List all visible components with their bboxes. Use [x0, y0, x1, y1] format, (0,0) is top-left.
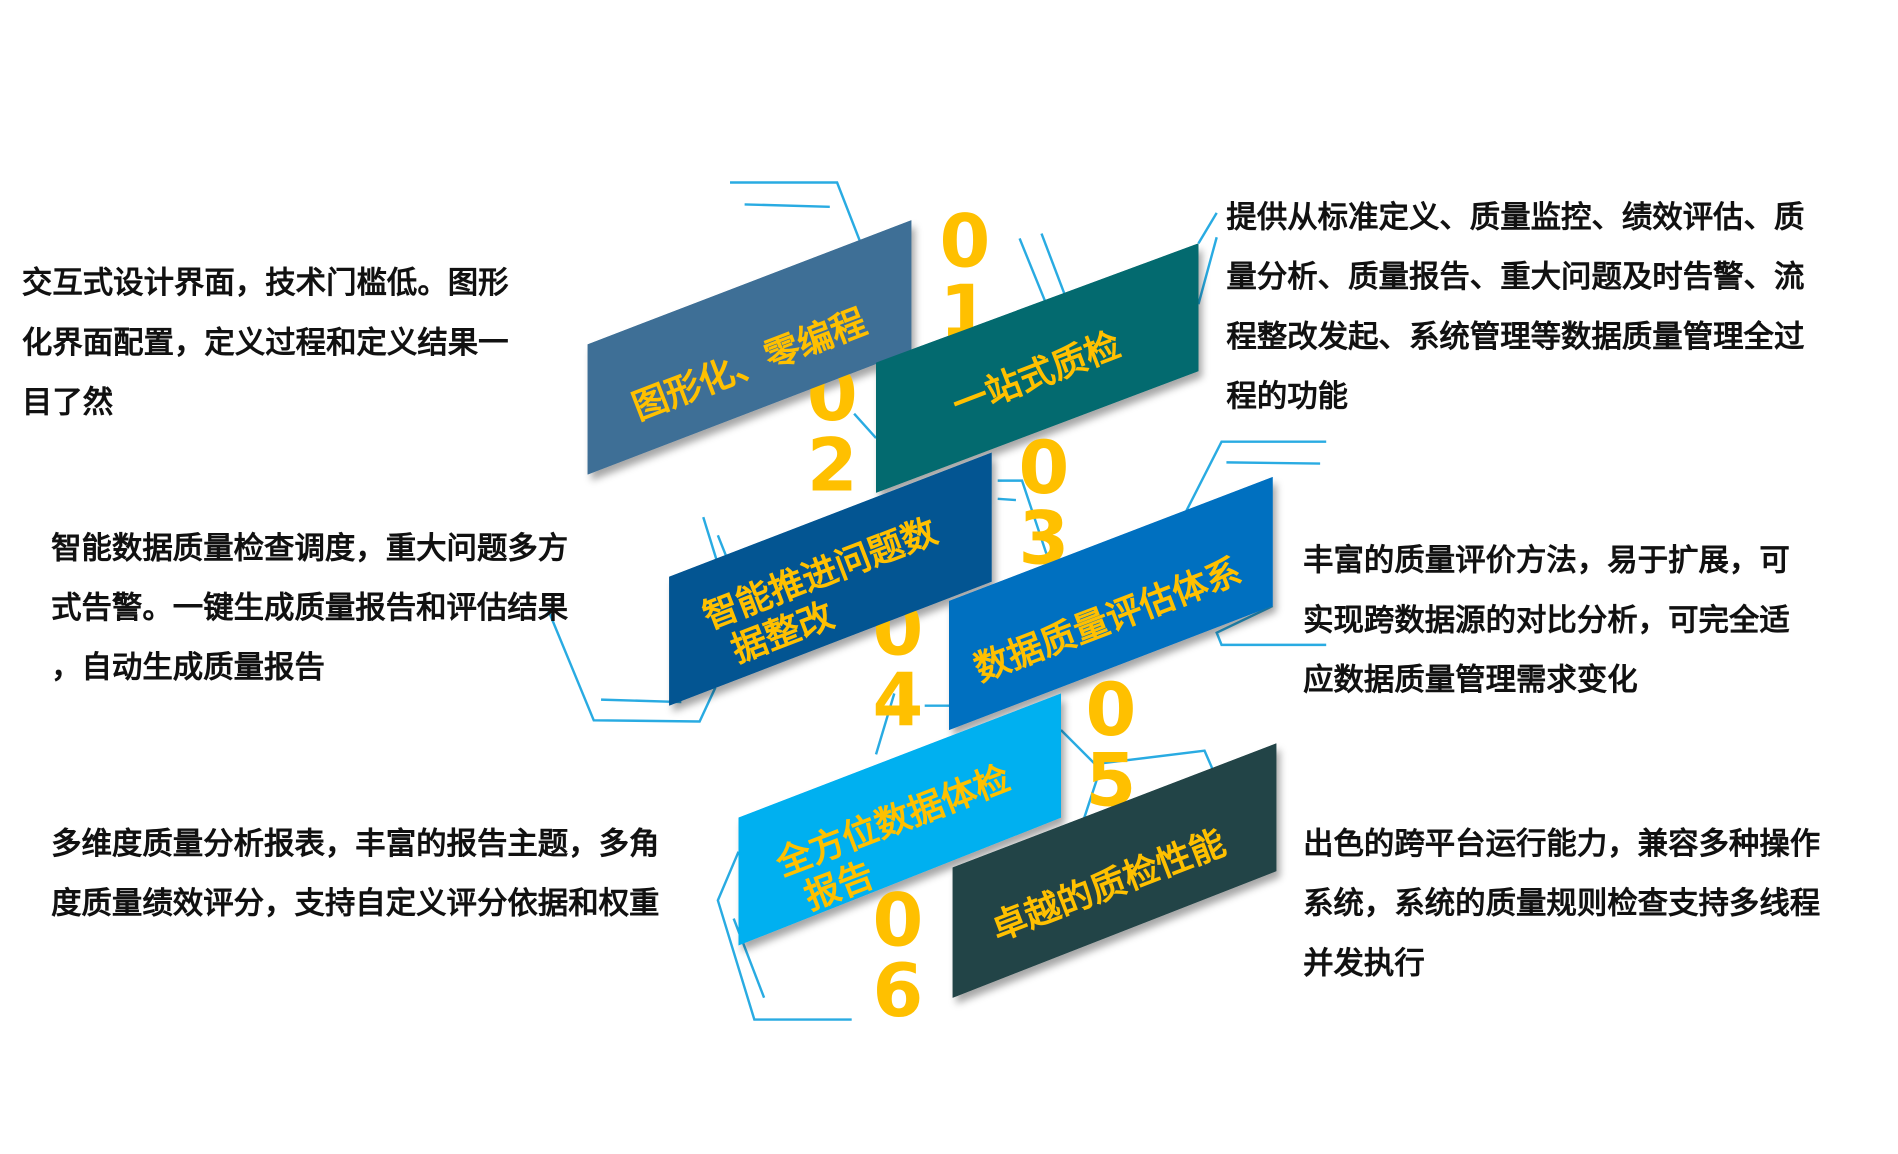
description-2: 提供从标准定义、质量监控、绩效评估、质量分析、质量报告、重大问题及时告警、流程整… [1226, 199, 1805, 414]
connector-line [1215, 604, 1327, 647]
connector-line [601, 698, 682, 704]
connector-line [997, 479, 1048, 554]
description-5: 多维度质量分析报表，丰富的报告主题，多角度质量绩效评分，支持自定义评分依据和权重 [51, 826, 660, 922]
connector-line [1197, 212, 1218, 244]
connector-line [1185, 440, 1327, 512]
connector-line [1226, 461, 1321, 465]
connector-line [853, 412, 877, 439]
connector-line [716, 851, 852, 1021]
connector-line [1060, 729, 1218, 780]
connector-line [997, 497, 1017, 502]
connector-line [874, 693, 896, 755]
description-1: 交互式设计界面，技术门槛低。图形化界面配置，定义过程和定义结果一目了然 [21, 265, 509, 420]
description-6: 出色的跨平台运行能力，兼容多种操作系统，系统的质量规则检查支持多线程并发执行 [1303, 826, 1821, 981]
connector-line [744, 203, 830, 209]
description-3: 智能数据质量检查调度，重大问题多方式告警。一键生成质量报告和评估结果，自动生成质… [51, 530, 569, 686]
description-4: 丰富的质量评价方法，易于扩展，可实现跨数据源的对比分析，可完全适应数据质量管理需… [1303, 542, 1790, 698]
connector-line [546, 607, 717, 723]
connector-line [1197, 236, 1218, 305]
